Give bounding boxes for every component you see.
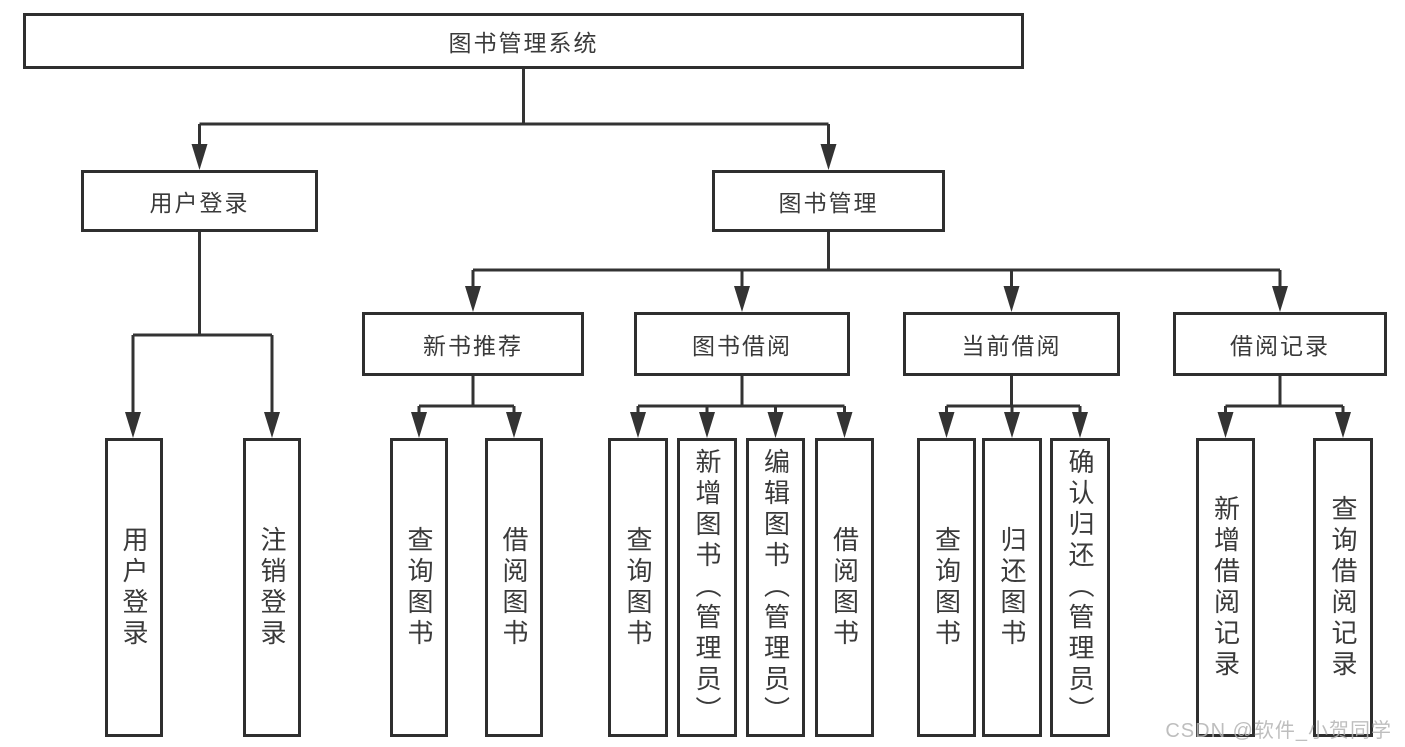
node-new-book-recommend: 新书推荐 bbox=[362, 312, 584, 376]
leaf-confirm-return-admin: 确认归还（管理员） bbox=[1050, 438, 1110, 737]
node-label: 图书管理 bbox=[778, 190, 879, 216]
leaf-logout: 注销登录 bbox=[243, 438, 301, 737]
node-label: 新书推荐 bbox=[423, 333, 523, 359]
node-label: 图书借阅 bbox=[692, 333, 792, 359]
leaf-label: 查询借阅记录 bbox=[1328, 494, 1358, 681]
node-book-borrow: 图书借阅 bbox=[634, 312, 850, 376]
leaf-label: 用户登录 bbox=[119, 525, 149, 650]
node-book-management: 图书管理 bbox=[712, 170, 945, 232]
leaf-label: 新增借阅记录 bbox=[1210, 494, 1241, 681]
leaf-borrow-books-2: 借阅图书 bbox=[815, 438, 874, 737]
leaf-query-borrow-record: 查询借阅记录 bbox=[1313, 438, 1373, 737]
node-system-root: 图书管理系统 bbox=[23, 13, 1024, 69]
leaf-return-books: 归还图书 bbox=[982, 438, 1042, 737]
leaf-query-books-1: 查询图书 bbox=[390, 438, 448, 737]
leaf-label: 查询图书 bbox=[623, 525, 653, 650]
node-user-login: 用户登录 bbox=[81, 170, 318, 232]
csdn-watermark: CSDN @软件_小贺同学 bbox=[1165, 720, 1392, 742]
leaf-label: 借阅图书 bbox=[829, 525, 860, 650]
leaf-label: 注销登录 bbox=[257, 525, 287, 650]
node-label: 用户登录 bbox=[149, 190, 250, 216]
node-borrow-records: 借阅记录 bbox=[1173, 312, 1387, 376]
leaf-label: 借阅图书 bbox=[499, 525, 529, 650]
leaf-label: 确认归还（管理员） bbox=[1065, 448, 1095, 727]
leaf-edit-books-admin: 编辑图书（管理员） bbox=[746, 438, 805, 737]
leaf-add-borrow-record: 新增借阅记录 bbox=[1196, 438, 1255, 737]
node-current-borrow: 当前借阅 bbox=[903, 312, 1120, 376]
leaf-borrow-books-1: 借阅图书 bbox=[485, 438, 543, 737]
leaf-query-books-2: 查询图书 bbox=[608, 438, 668, 737]
arrowhead-icons bbox=[125, 144, 1351, 438]
leaf-query-books-3: 查询图书 bbox=[917, 438, 976, 737]
node-label: 借阅记录 bbox=[1230, 333, 1330, 359]
leaf-user-login: 用户登录 bbox=[105, 438, 163, 737]
leaf-label: 编辑图书（管理员） bbox=[760, 448, 791, 727]
leaf-label: 查询图书 bbox=[404, 525, 434, 650]
leaf-add-books-admin: 新增图书（管理员） bbox=[677, 438, 737, 737]
leaf-label: 新增图书（管理员） bbox=[692, 448, 722, 727]
leaf-label: 归还图书 bbox=[997, 525, 1027, 650]
tree-edges bbox=[131, 69, 1345, 418]
leaf-label: 查询图书 bbox=[931, 525, 962, 650]
node-label: 当前借阅 bbox=[961, 333, 1062, 359]
node-label: 图书管理系统 bbox=[448, 30, 599, 56]
